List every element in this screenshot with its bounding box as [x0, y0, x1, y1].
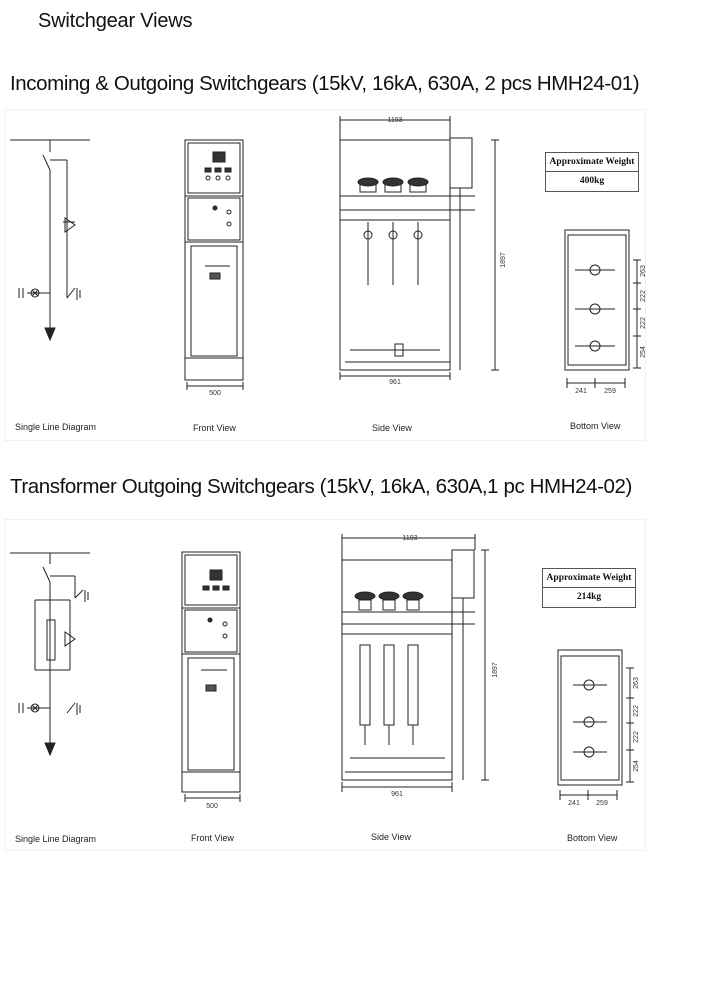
dim-side-height: 1897	[500, 252, 507, 268]
front-view-transformer	[181, 551, 241, 802]
front-view-label: Front View	[191, 833, 234, 843]
dim-bottom-259: 259	[596, 800, 608, 807]
dim-front-width: 500	[206, 803, 218, 810]
side-view-incoming	[339, 116, 499, 380]
dim-side-depth: 1193	[402, 535, 417, 542]
dim-bottom-241: 241	[575, 388, 587, 395]
dim-bottom-222b: 222	[633, 731, 640, 743]
weight-value: 400kg	[579, 176, 605, 186]
dim-side-base: 961	[389, 379, 401, 386]
dimension-labels-transformer: 500 1193 1897 961 263 222 222 254 241 25…	[206, 535, 640, 810]
section-title-incoming: Incoming & Outgoing Switchgears (15kV, 1…	[10, 72, 640, 95]
weight-value: 214kg	[576, 592, 602, 602]
dim-bottom-222a: 222	[633, 705, 640, 717]
dimension-labels-incoming: 500 1193 1897 961 263 222 222 254 241 25…	[209, 117, 645, 397]
dim-side-depth: 1193	[387, 117, 402, 124]
single-line-diagram-incoming	[10, 139, 90, 342]
technical-drawing-incoming: 500 1193 1897 961 263 222 222 254 241 25…	[10, 116, 645, 397]
dim-bottom-222b: 222	[640, 317, 645, 329]
dim-bottom-241: 241	[568, 800, 580, 807]
front-view-incoming	[184, 139, 244, 390]
drawing-panel-incoming: 500 1193 1897 961 263 222 222 254 241 25…	[5, 110, 645, 440]
technical-drawing-transformer: 500 1193 1897 961 263 222 222 254 241 25…	[10, 534, 640, 810]
page-title: Switchgear Views	[38, 10, 193, 32]
weight-label: Approximate Weight	[543, 569, 635, 588]
section-title-transformer: Transformer Outgoing Switchgears (15kV, …	[10, 475, 632, 498]
weight-box-incoming: Approximate Weight 400kg	[545, 152, 639, 192]
dim-bottom-263: 263	[633, 677, 640, 689]
weight-label: Approximate Weight	[546, 153, 638, 172]
dim-bottom-254: 254	[633, 760, 640, 772]
side-view-label: Side View	[372, 423, 412, 433]
dim-side-height: 1897	[492, 662, 499, 678]
dim-side-base: 961	[391, 791, 403, 798]
side-view-label: Side View	[371, 832, 411, 842]
bottom-view-label: Bottom View	[567, 833, 618, 843]
dim-bottom-259: 259	[604, 388, 616, 395]
bottom-view-transformer	[557, 649, 634, 800]
dim-bottom-222a: 222	[640, 290, 645, 302]
single-line-diagram-label: Single Line Diagram	[15, 422, 97, 432]
dim-bottom-254: 254	[640, 346, 645, 358]
drawing-panel-transformer: 500 1193 1897 961 263 222 222 254 241 25…	[5, 520, 645, 850]
side-view-transformer	[341, 534, 489, 792]
front-view-label: Front View	[193, 423, 236, 433]
weight-box-transformer: Approximate Weight 214kg	[542, 568, 636, 608]
bottom-view-incoming	[564, 229, 641, 388]
dim-bottom-263: 263	[640, 265, 645, 277]
bottom-view-label: Bottom View	[570, 421, 621, 431]
dim-front-width: 500	[209, 390, 221, 397]
single-line-diagram-transformer	[10, 552, 90, 757]
single-line-diagram-label: Single Line Diagram	[15, 834, 97, 844]
